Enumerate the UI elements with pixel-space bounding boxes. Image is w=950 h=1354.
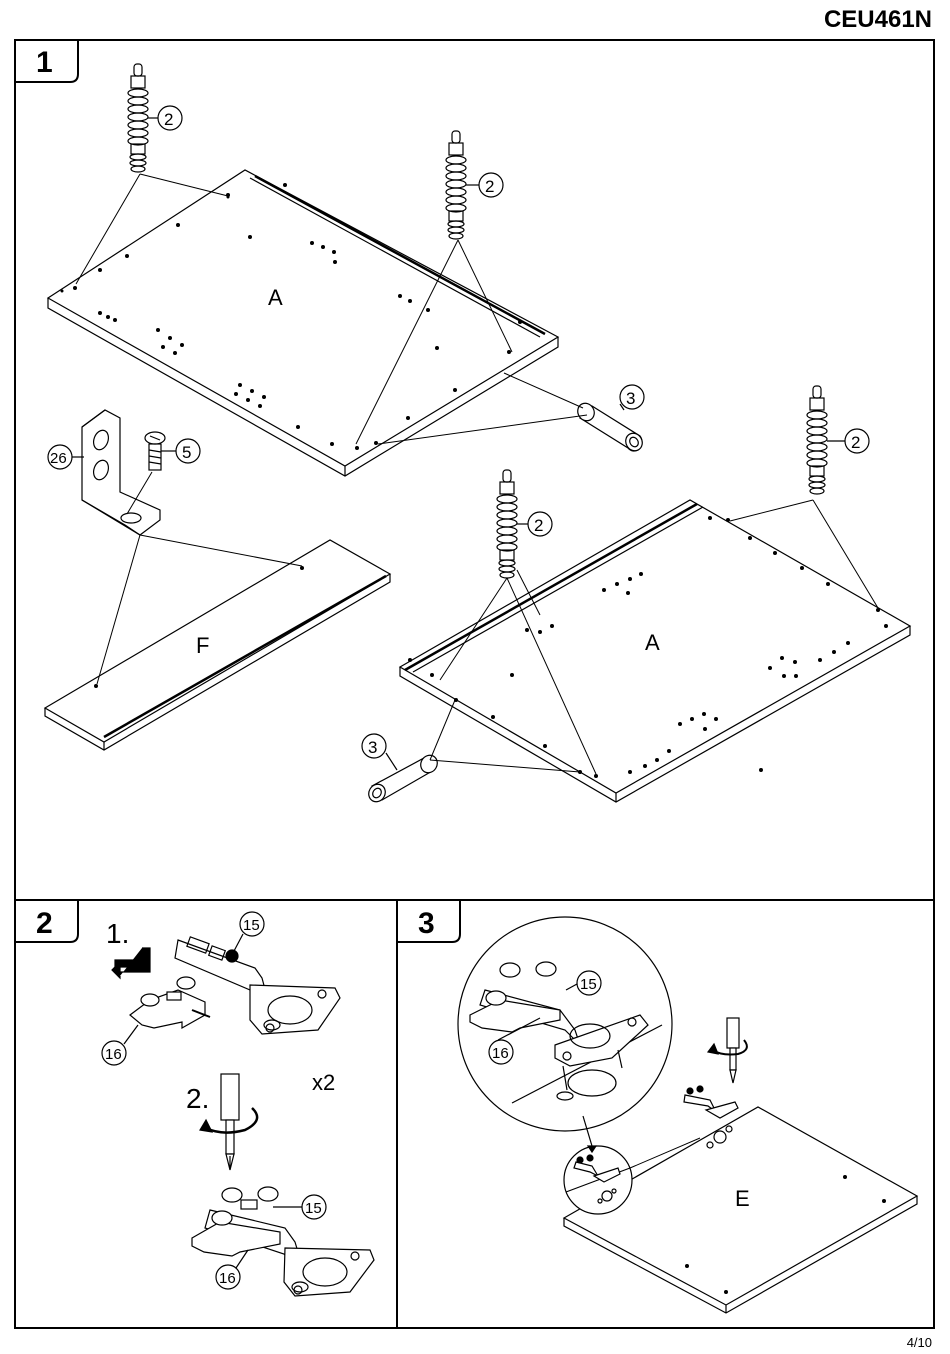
svg-text:2: 2 [485, 177, 494, 196]
svg-text:3: 3 [368, 738, 377, 757]
step-3-tab: 3 [397, 900, 460, 942]
step-1-tab: 1 [15, 40, 78, 82]
panel-f: F [45, 540, 390, 750]
svg-text:26: 26 [50, 450, 67, 467]
step-1-number: 1 [36, 46, 53, 79]
detail-source-circle [564, 1146, 632, 1214]
svg-text:2: 2 [534, 516, 543, 535]
page-number: 4/10 [907, 1335, 932, 1350]
screwdriver-icon [221, 1074, 239, 1170]
wooden-dowel-3-bottom [366, 752, 441, 805]
panel-e: E [564, 1107, 917, 1313]
screwdriver-step3-icon [727, 1018, 739, 1083]
rotate-arrowhead-icon [200, 1120, 212, 1132]
panel-a-top-label: A [268, 285, 283, 310]
svg-text:2: 2 [164, 110, 173, 129]
arrow-bar-icon [115, 960, 135, 967]
svg-text:16: 16 [219, 1270, 236, 1287]
cam-dowel-2-right [807, 386, 827, 494]
l-bracket-26 [82, 410, 160, 535]
step-3-number: 3 [418, 907, 435, 940]
rotate-arrowhead-step3-icon [708, 1044, 718, 1054]
svg-text:15: 15 [243, 917, 260, 934]
svg-text:5: 5 [182, 443, 191, 462]
multiplier-label: x2 [312, 1070, 335, 1095]
step-2-number: 2 [36, 907, 53, 940]
callout-15-step3: 15 [580, 976, 597, 993]
svg-text:2: 2 [851, 433, 860, 452]
hinge-on-panel [684, 1086, 738, 1118]
panel-a-bottom: A [400, 500, 910, 802]
cam-dowel-2-topmiddle [446, 131, 466, 239]
svg-text:16: 16 [105, 1046, 122, 1063]
mounting-plate-16-top [130, 977, 210, 1028]
svg-text:15: 15 [305, 1200, 322, 1217]
cam-dowel-2-topleft [128, 64, 148, 172]
hinge-arm-15-top [175, 937, 340, 1034]
cam-dowel-2-center [497, 470, 517, 578]
substep-2-label: 2. [186, 1083, 209, 1114]
panel-e-label: E [735, 1186, 750, 1211]
step-2-tab: 2 [15, 900, 78, 942]
substep-1-label: 1. [106, 918, 129, 949]
panel-a-bottom-label: A [645, 630, 660, 655]
callout-16-step3: 16 [492, 1045, 509, 1062]
panel-f-label: F [196, 633, 209, 658]
svg-text:3: 3 [626, 389, 635, 408]
detail-zoom-circle: 16 15 [458, 917, 672, 1131]
